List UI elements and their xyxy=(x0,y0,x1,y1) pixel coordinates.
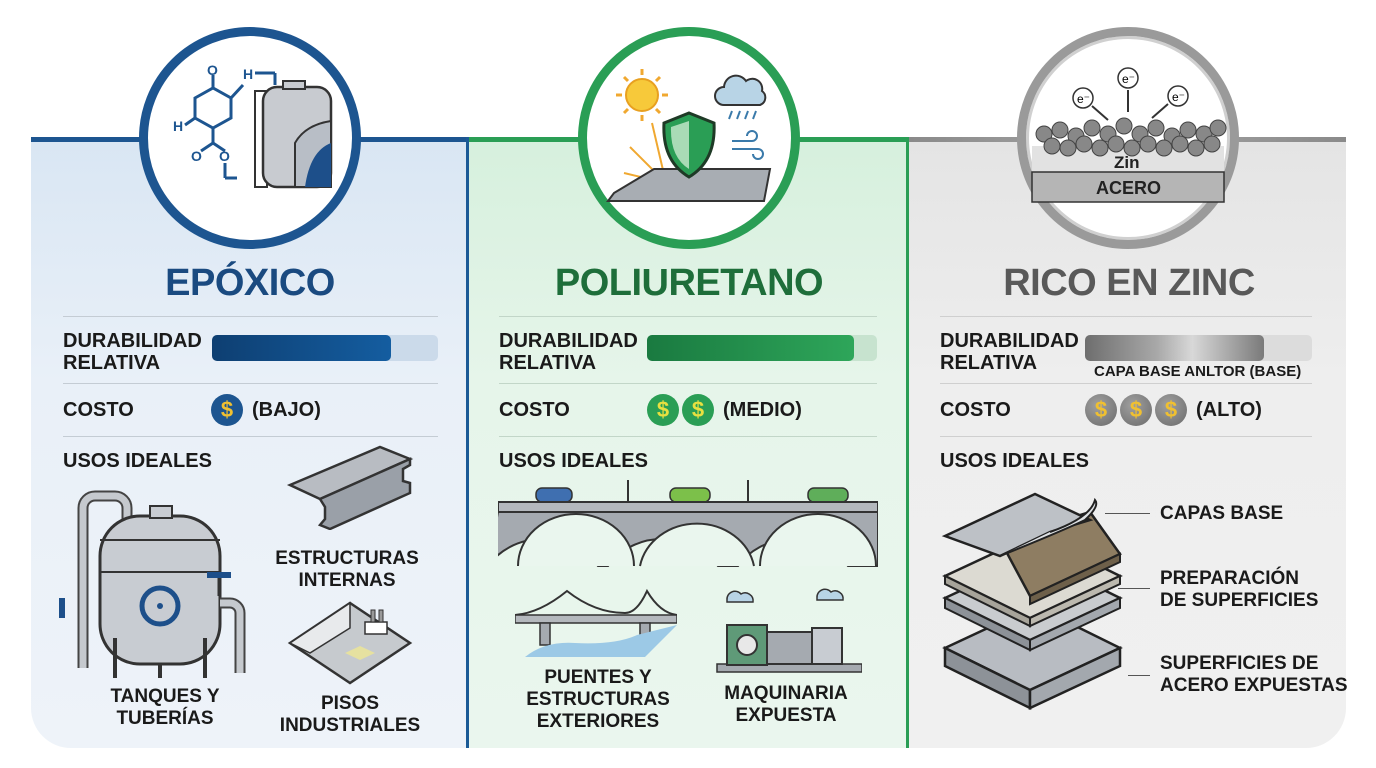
dollar-coin-icon: $ xyxy=(682,394,714,426)
uses-label: USOS IDEALES xyxy=(940,450,1089,472)
column-title-polyurethane: POLIURETANO xyxy=(554,262,824,304)
durability-bar-epoxy xyxy=(212,335,438,361)
durability-bar-fill xyxy=(647,335,854,361)
divider xyxy=(63,383,438,384)
dollar-coin-icon: $ xyxy=(1120,394,1152,426)
divider xyxy=(499,436,877,437)
durability-bar-fill xyxy=(1085,335,1265,361)
cost-indicator: $ (BAJO) xyxy=(211,394,321,426)
leader-line xyxy=(1118,588,1150,589)
steel-label: ACERO xyxy=(1096,178,1161,198)
durability-bar-zinc xyxy=(1085,335,1312,361)
durability-caption: CAPA BASE ANLTOR (BASE) xyxy=(1094,363,1302,380)
electron-label: e⁻ xyxy=(1122,72,1135,86)
exposed-machinery-icon xyxy=(716,588,862,673)
divider xyxy=(499,316,877,317)
divider xyxy=(940,436,1312,437)
dollar-coin-icon: $ xyxy=(647,394,679,426)
cost-indicator: $ $ (MEDIO) xyxy=(647,394,802,426)
cost-level: (MEDIO) xyxy=(723,398,802,421)
dollar-coin-icon: $ xyxy=(1085,394,1117,426)
electron-label: e⁻ xyxy=(1077,92,1090,106)
cost-label: COSTO xyxy=(63,399,134,421)
column-title-zinc: RICO EN ZINC xyxy=(1003,262,1255,304)
divider xyxy=(63,316,438,317)
divider xyxy=(940,383,1312,384)
layered-plates-icon xyxy=(941,492,1123,711)
svg-text:H: H xyxy=(173,118,183,134)
svg-text:O: O xyxy=(207,62,218,78)
uses-label: USOS IDEALES xyxy=(63,450,212,472)
dollar-coin-icon: $ xyxy=(1155,394,1187,426)
arch-bridge-icon xyxy=(498,480,878,567)
divider xyxy=(499,383,877,384)
uses-label: USOS IDEALES xyxy=(499,450,648,472)
cost-level: (BAJO) xyxy=(252,398,321,421)
cost-indicator: $ $ $ (ALTO) xyxy=(1085,394,1262,426)
tank-pipes-icon xyxy=(59,490,246,678)
industrial-floor-icon xyxy=(287,601,413,685)
suspension-bridge-icon xyxy=(515,588,677,657)
durability-bar-polyurethane xyxy=(647,335,877,361)
zinc-steel-layers-icon: e⁻ e⁻ e⁻ Zin ACERO xyxy=(1017,27,1239,249)
cost-label: COSTO xyxy=(940,399,1011,421)
divider xyxy=(63,436,438,437)
zinc-label: Zin xyxy=(1114,153,1140,172)
svg-text:O: O xyxy=(191,148,202,164)
leader-line xyxy=(1105,513,1150,514)
steel-beam-icon xyxy=(286,445,414,530)
cost-label: COSTO xyxy=(499,399,570,421)
chemical-tank-icon: O H H O O xyxy=(139,27,361,249)
electron-label: e⁻ xyxy=(1172,90,1185,104)
leader-line xyxy=(1128,675,1150,676)
divider xyxy=(940,316,1312,317)
use-label: CAPAS BASE xyxy=(1160,503,1284,524)
svg-text:O: O xyxy=(219,148,230,164)
durability-bar-fill xyxy=(212,335,391,361)
dollar-coin-icon: $ xyxy=(211,394,243,426)
shield-weather-icon xyxy=(578,27,800,249)
svg-text:H: H xyxy=(243,66,253,82)
column-title-epoxy: EPÓXICO xyxy=(165,262,335,304)
cost-level: (ALTO) xyxy=(1196,398,1262,421)
